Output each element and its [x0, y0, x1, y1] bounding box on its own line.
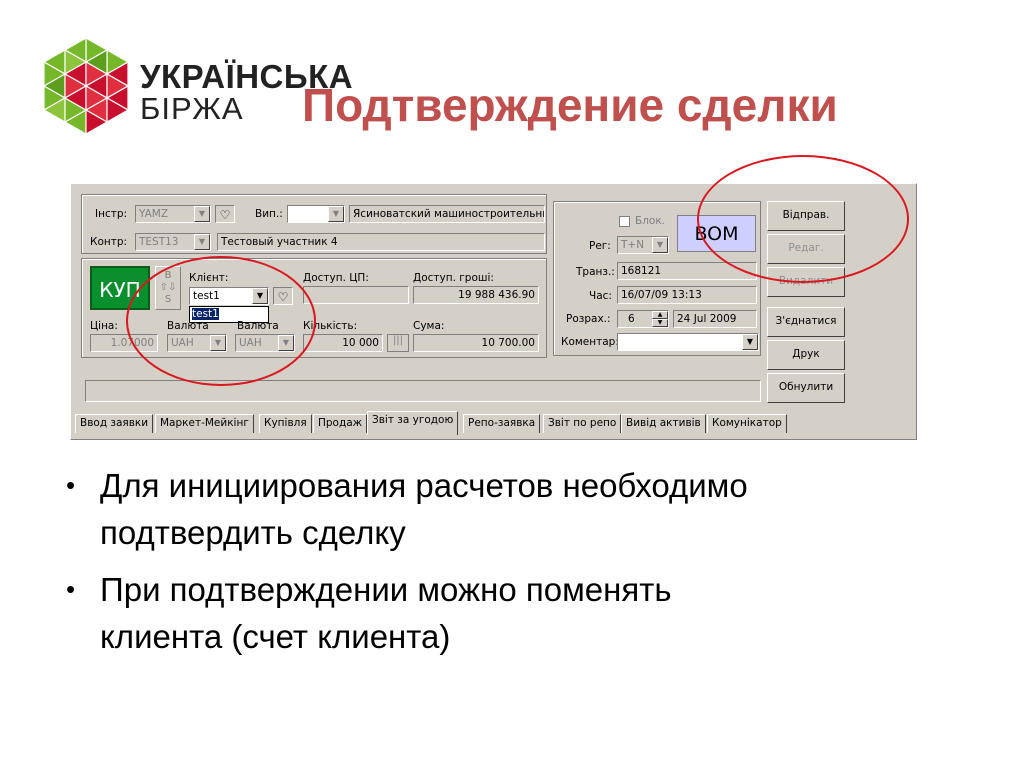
kontr-select[interactable]: TEST13 ▼ [135, 233, 211, 251]
sum-value: 10 700.00 [413, 334, 539, 352]
bullet-list: • Для инициирования расчетов необходимо … [62, 462, 962, 670]
bs-letter-s: S [164, 294, 172, 305]
chevron-down-icon[interactable]: ▼ [194, 234, 210, 250]
bullet-dot-icon: • [66, 574, 76, 604]
blok-checkbox[interactable] [619, 216, 630, 227]
currency2-select[interactable]: UAH ▼ [235, 334, 295, 352]
chevron-down-icon[interactable]: ▼ [194, 206, 210, 222]
print-button[interactable]: Друк [767, 340, 845, 370]
client-dropdown-item[interactable]: test1 [192, 308, 219, 320]
time-value: 16/07/09 13:13 [617, 286, 757, 304]
chevron-down-icon[interactable]: ▼ [742, 334, 758, 350]
bullet-item: • Для инициирования расчетов необходимо … [62, 462, 962, 556]
reg-value: T+N [621, 239, 645, 251]
instrument-name: Ясиноватский машиностроительный [349, 205, 545, 223]
tab-sell[interactable]: Продаж [313, 414, 368, 433]
bullet-text: Для инициирования расчетов необходимо по… [100, 467, 748, 551]
deal-details-group [553, 201, 761, 356]
slide-title: Подтверждение сделки [302, 79, 838, 131]
dostup-money-value: 19 988 436.90 [413, 286, 539, 304]
delete-button[interactable]: Видалити [767, 267, 845, 297]
heart-icon[interactable]: ♡ [273, 287, 293, 305]
tab-asset-withdrawal[interactable]: Вивід активів [621, 414, 706, 433]
instr-value: YAMZ [139, 208, 169, 220]
client-dropdown-list[interactable]: test1 [189, 306, 269, 323]
client-label: Клієнт: [189, 272, 229, 284]
logo-line-2: БІРЖА [140, 91, 244, 126]
swap-arrows-icon: ⇧⇩ [159, 282, 177, 293]
status-bar [85, 380, 761, 402]
bar-chart-icon[interactable]: ||| [387, 334, 409, 352]
reg-label: Рег: [589, 240, 611, 252]
price-label: Ціна: [90, 320, 118, 332]
settle-label: Розрах.: [566, 313, 611, 325]
currency-label: Валюта [167, 320, 209, 332]
kontr-label: Контр: [90, 236, 128, 248]
send-button[interactable]: Відправ. [767, 201, 845, 231]
stepper-down-icon[interactable]: ▼ [652, 319, 668, 327]
buy-sell-toggle[interactable]: B ⇧⇩ S [155, 266, 181, 310]
time-label: Час: [589, 290, 612, 302]
logo-line-1: УКРАЇНСЬКА [140, 58, 354, 95]
dostup-cp-value [303, 286, 409, 304]
stepper-up-icon[interactable]: ▲ [652, 311, 668, 319]
trans-value: 168121 [617, 262, 757, 280]
quantity-value: 10 000 [303, 334, 383, 352]
kontr-value: TEST13 [139, 236, 179, 248]
buy-button[interactable]: КУП [90, 266, 150, 310]
exchange-logo-text: УКРАЇНСЬКА БІРЖА [140, 60, 353, 124]
bullet-item: • При подтверждении можно поменять клиен… [62, 566, 962, 660]
instr-label: Інстр: [95, 208, 128, 220]
trading-terminal-window: Інстр: YAMZ ▼ ♡ Вип.: ▼ Ясиноватский маш… [70, 183, 917, 440]
sum-label: Сума: [413, 320, 445, 332]
client-value: test1 [193, 290, 220, 302]
bullet-text: При подтверждении можно поменять клиента… [100, 571, 672, 655]
price-value: 1.07000 [90, 334, 158, 352]
reg-select[interactable]: T+N ▼ [617, 236, 669, 254]
vip-select[interactable]: ▼ [287, 205, 345, 223]
quantity-label: Кількість: [303, 320, 358, 332]
currency2-value: UAH [239, 337, 262, 349]
tab-communicator[interactable]: Комунікатор [707, 414, 787, 433]
tab-deal-report[interactable]: Звіт за угодою [367, 411, 459, 435]
bs-letter-b: B [164, 270, 172, 281]
instr-select[interactable]: YAMZ ▼ [135, 205, 211, 223]
currency2-label: Валюта [237, 320, 279, 332]
chevron-down-icon[interactable]: ▼ [328, 206, 344, 222]
exchange-logo-icon [42, 36, 130, 136]
bom-indicator: BOM [677, 215, 756, 252]
comment-select[interactable]: ▼ [617, 333, 759, 351]
tab-repo-report[interactable]: Звіт по репо [543, 414, 622, 433]
connect-button[interactable]: З'єднатися [767, 307, 845, 337]
reset-button[interactable]: Обнулити [767, 373, 845, 403]
tab-order-entry[interactable]: Ввод заявки [75, 414, 154, 433]
tab-market-making[interactable]: Маркет-Мейкінг [155, 414, 254, 433]
settle-days-value: 6 [628, 313, 635, 325]
kontr-name: Тестовый участник 4 [217, 233, 545, 251]
bullet-dot-icon: • [66, 470, 76, 500]
tab-repo-order[interactable]: Репо-заявка [463, 414, 541, 433]
chevron-down-icon[interactable]: ▼ [652, 237, 668, 253]
chevron-down-icon[interactable]: ▼ [210, 335, 226, 351]
dostup-cp-label: Доступ. ЦП: [303, 272, 369, 284]
chevron-down-icon[interactable]: ▼ [278, 335, 294, 351]
client-select[interactable]: test1 ▼ [189, 287, 269, 305]
currency-value: UAH [171, 337, 194, 349]
heart-icon[interactable]: ♡ [215, 205, 235, 223]
trans-label: Транз.: [576, 266, 615, 278]
instrument-group [81, 194, 547, 254]
dostup-money-label: Доступ. гроші: [413, 272, 494, 284]
chevron-down-icon[interactable]: ▼ [252, 288, 268, 304]
tab-buy[interactable]: Купівля [259, 414, 312, 433]
vip-label: Вип.: [255, 208, 283, 220]
currency-select[interactable]: UAH ▼ [167, 334, 227, 352]
edit-button[interactable]: Редаг. [767, 234, 845, 264]
comment-label: Коментар: [561, 336, 619, 348]
settle-days-stepper[interactable]: 6 ▲ ▼ [617, 310, 669, 328]
blok-label: Блок. [635, 215, 666, 227]
settle-date: 24 Jul 2009 [673, 310, 757, 328]
